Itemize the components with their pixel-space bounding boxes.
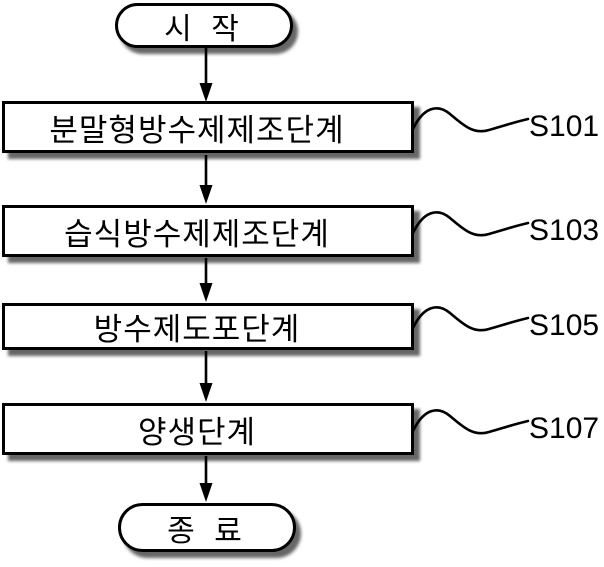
step-box-1-label: 분말형방수제제조단계 (49, 112, 345, 149)
flow-arrow-step4-to-end (199, 456, 213, 502)
start-terminal-label: 시 작 (164, 11, 244, 47)
step-box-4: 양생단계 (2, 403, 414, 455)
reference-label-s107: S107 (529, 412, 600, 445)
reference-squiggle-2 (411, 211, 530, 237)
end-terminal-label: 종 료 (167, 513, 247, 549)
reference-label-s105: S105 (529, 309, 600, 342)
flow-arrow-step3-to-step4 (199, 351, 213, 402)
flow-arrow-start-to-step1 (199, 48, 213, 102)
reference-label-s101: S101 (529, 110, 600, 143)
step-box-2: 습식방수제제조단계 (2, 205, 414, 257)
flow-arrow-step1-to-step2 (199, 155, 213, 204)
reference-squiggle-1 (411, 107, 530, 133)
start-terminal: 시 작 (115, 3, 293, 48)
step-box-3: 방수제도포단계 (2, 303, 414, 350)
step-box-3-label: 방수제도포단계 (93, 312, 301, 348)
end-terminal: 종 료 (118, 503, 296, 552)
flow-arrow-step2-to-step3 (199, 258, 213, 302)
step-box-2-label: 습식방수제제조단계 (64, 216, 330, 253)
reference-squiggle-4 (411, 409, 530, 435)
step-box-1: 분말형방수제제조단계 (2, 101, 414, 153)
reference-label-s103: S103 (529, 214, 600, 247)
reference-squiggle-3 (411, 306, 530, 332)
step-box-4-label: 양생단계 (137, 414, 257, 451)
